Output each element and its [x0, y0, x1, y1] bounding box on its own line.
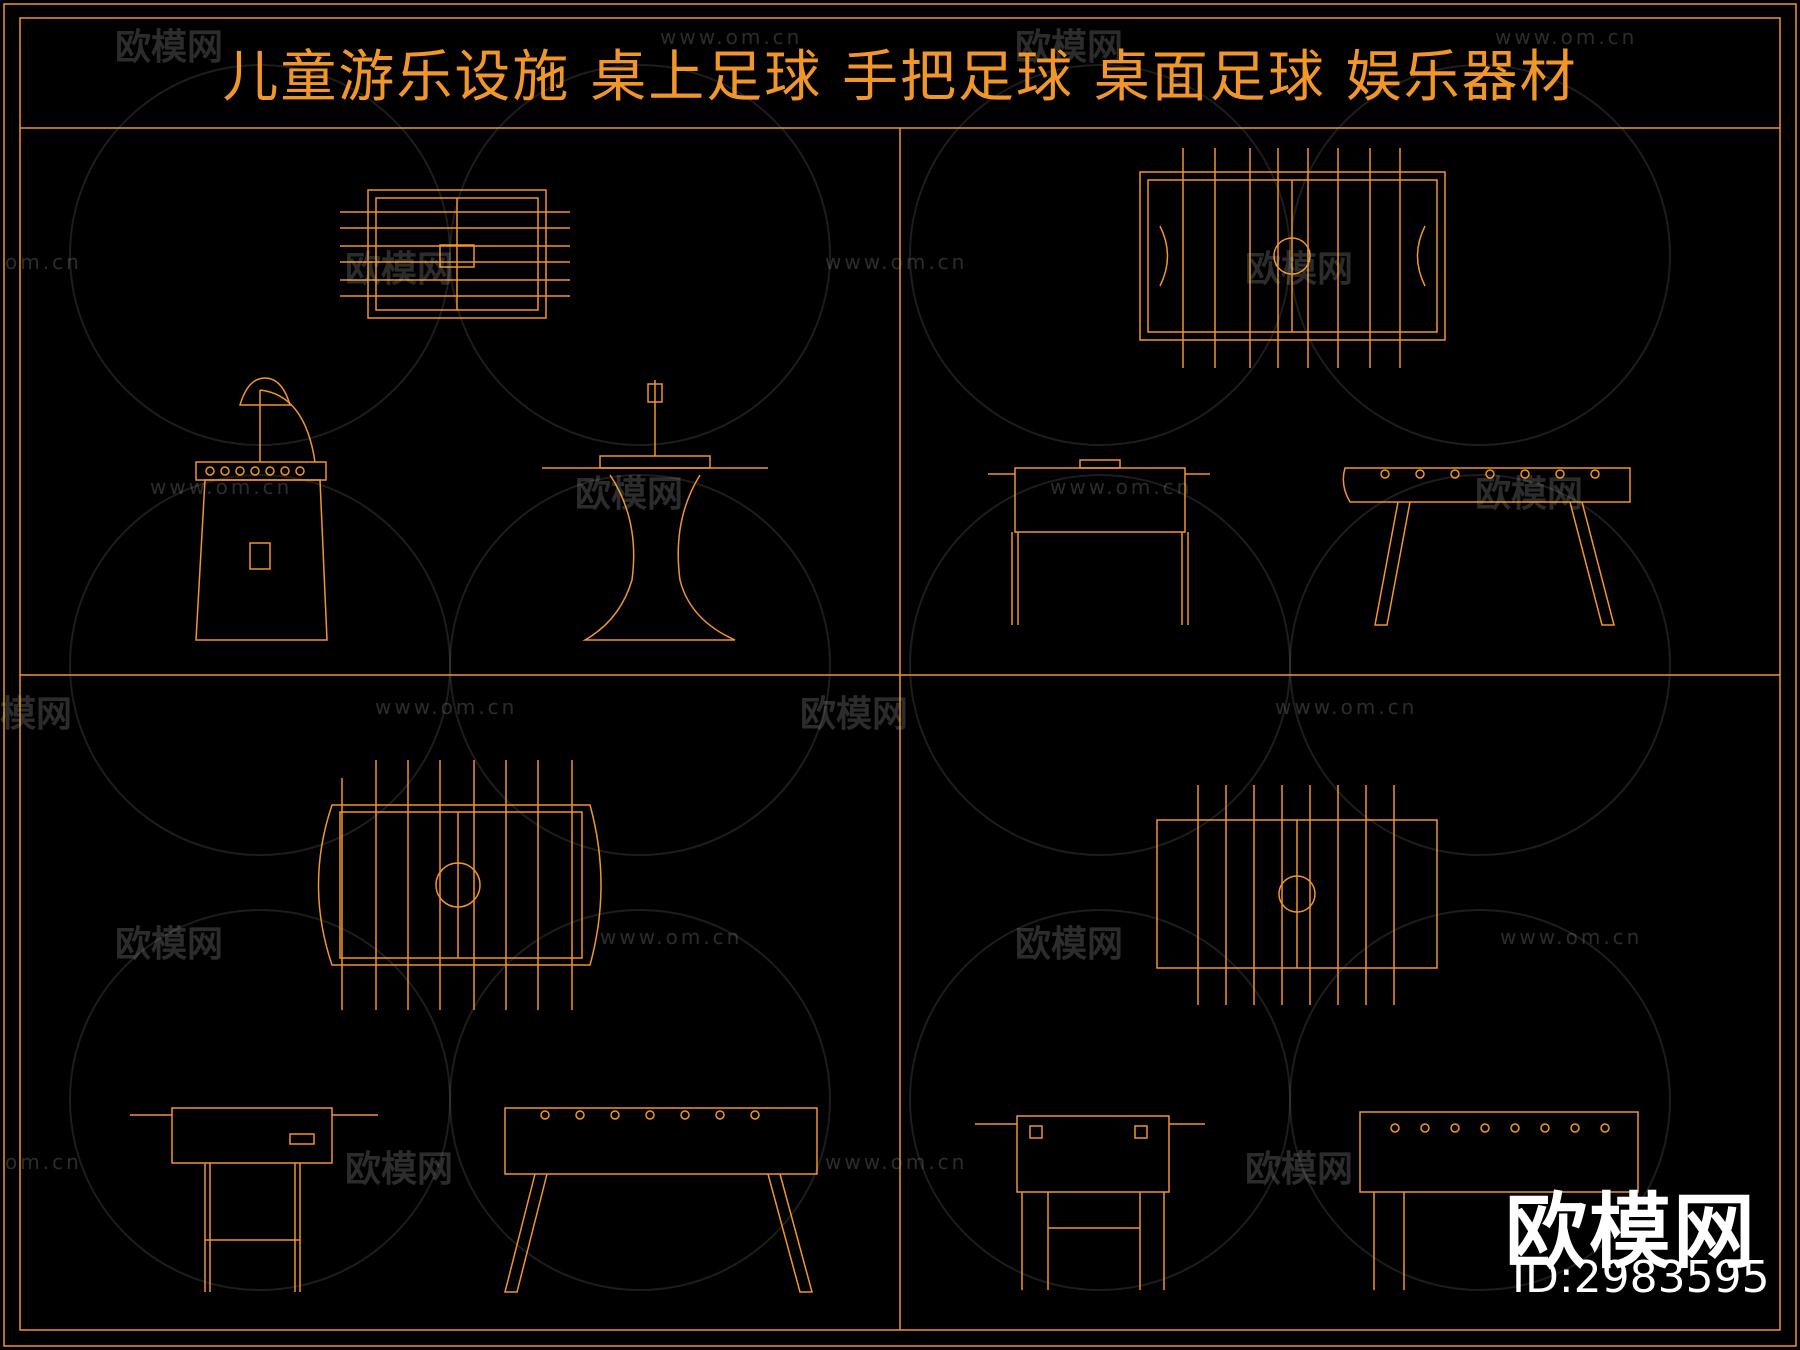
q3-front-elevation: [130, 1107, 378, 1292]
watermark-logo: 欧模网: [575, 474, 684, 515]
watermark-url: www.om.cn: [1050, 475, 1193, 499]
drawing-frame: [3, 3, 1797, 1347]
watermark-logo: 欧模网: [345, 249, 454, 290]
watermark-logo: 模网: [0, 694, 73, 735]
watermark-url: www.om.cn: [1500, 925, 1643, 949]
watermark-url: www.om.cn: [825, 1150, 968, 1174]
q1-top-view: [340, 189, 570, 319]
watermark-logo: 欧模网: [1245, 1149, 1354, 1190]
q2-front-elevation: [988, 459, 1210, 625]
q2-side-elevation: [1342, 467, 1631, 626]
q3-top-view: [317, 760, 602, 1010]
watermark-logo: 欧模网: [115, 27, 224, 68]
drawing-title: 儿童游乐设施 桌上足球 手把足球 桌面足球 娱乐器材: [222, 45, 1578, 110]
q3-side-elevation: [504, 1107, 818, 1293]
watermark-logo: 欧模网: [345, 1149, 454, 1190]
watermark-url: www.om.cn: [825, 250, 968, 274]
brand-id-label: ID:2983595: [1512, 1252, 1770, 1303]
brand-logo-text: 欧模网: [1505, 1185, 1758, 1280]
watermark-url: www.om.cn: [1275, 695, 1418, 719]
watermark-url: om.cn: [5, 250, 82, 274]
q2-top-view: [1139, 148, 1446, 368]
q4-top-view: [1156, 785, 1438, 1005]
watermark-url: www.om.cn: [375, 695, 518, 719]
q4-side-elevation: [1359, 1111, 1639, 1290]
q1-pedestal-table: [542, 380, 768, 641]
watermark-logo: 欧模网: [115, 924, 224, 965]
watermark-logo: 欧模网: [800, 694, 909, 735]
watermark-circles: [69, 64, 1671, 1291]
q4-front-elevation: [975, 1115, 1205, 1290]
watermark-logo: 欧模网: [1245, 249, 1354, 290]
q1-lamp-elevation: [195, 377, 328, 641]
watermark-logo: 欧模网: [1015, 924, 1124, 965]
watermark-url: www.om.cn: [150, 475, 293, 499]
watermark-logo: 欧模网: [1475, 474, 1584, 515]
watermark-url: www.om.cn: [660, 25, 803, 49]
watermark-url: www.om.cn: [600, 925, 743, 949]
watermark-logo: 欧模网: [1015, 27, 1124, 68]
watermark-url: om.cn: [5, 1150, 82, 1174]
watermark-url: www.om.cn: [1495, 25, 1638, 49]
